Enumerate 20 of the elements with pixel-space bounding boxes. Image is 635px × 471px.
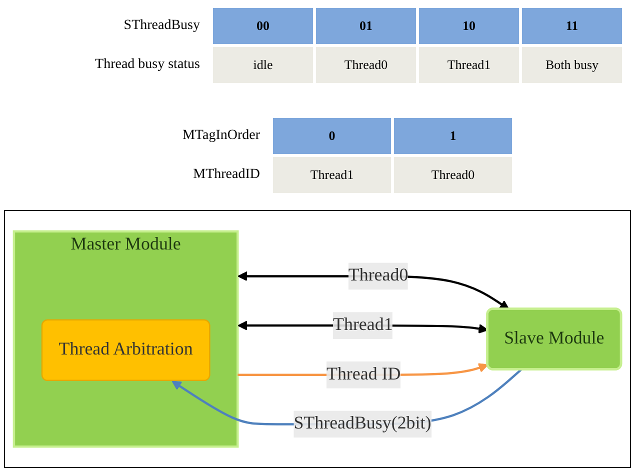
edge-label: SThreadBusy(2bit) bbox=[294, 414, 432, 434]
header-cell: 1 bbox=[394, 118, 512, 154]
header-cell: 10 bbox=[419, 8, 519, 44]
header-cell: 01 bbox=[316, 8, 416, 44]
table-cell: idle bbox=[213, 47, 313, 83]
edge-label: Thread1 bbox=[333, 315, 393, 335]
row-label: MThreadID bbox=[192, 167, 261, 183]
row-label: MTagInOrder bbox=[181, 128, 261, 144]
table-cell: Thread1 bbox=[419, 47, 519, 83]
table-cell: Thread0 bbox=[316, 47, 416, 83]
table-cell: Thread1 bbox=[273, 157, 391, 193]
header-cell: 11 bbox=[522, 8, 622, 44]
table-cell: Both busy bbox=[522, 47, 622, 83]
table-cell: Thread0 bbox=[394, 157, 512, 193]
header-cell: 00 bbox=[213, 8, 313, 44]
row-label: SThreadBusy bbox=[122, 18, 201, 34]
row-label: Thread busy status bbox=[94, 57, 201, 73]
edge-label: Thread ID bbox=[326, 364, 401, 384]
edge-label: Thread0 bbox=[348, 266, 408, 286]
header-cell: 0 bbox=[273, 118, 391, 154]
